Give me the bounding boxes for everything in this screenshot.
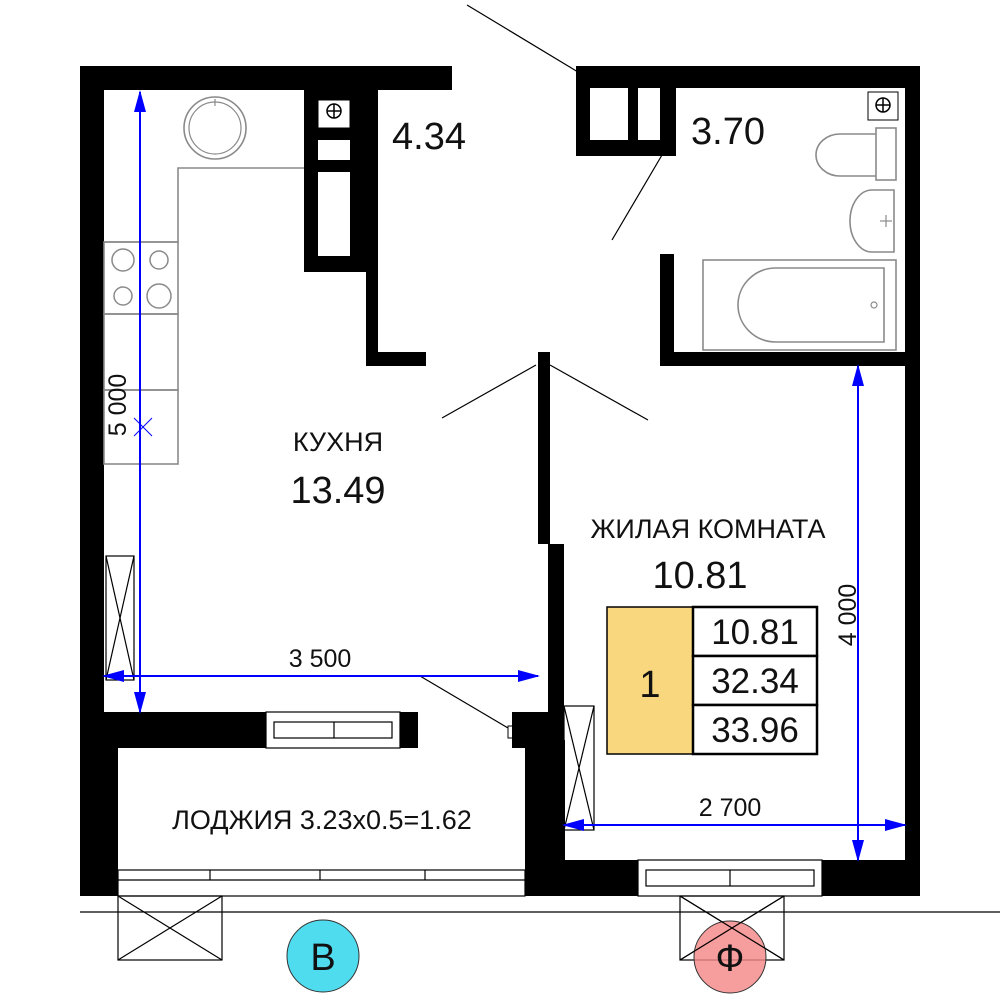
dimension-living-width-label: 2 700 bbox=[699, 794, 762, 822]
living-room-area: 10.81 bbox=[652, 555, 747, 597]
kitchen-window bbox=[265, 711, 401, 749]
loggia-door bbox=[419, 675, 515, 739]
vent-shaft-bath bbox=[867, 91, 899, 121]
orientation-facade-letter: Ф bbox=[716, 938, 745, 980]
kitchen-counter bbox=[103, 167, 304, 465]
dimension-kitchen-width-label: 3 500 bbox=[289, 645, 352, 673]
washbasin-icon bbox=[849, 189, 895, 253]
toilet-icon bbox=[815, 127, 897, 181]
orientation-west-letter: В bbox=[310, 937, 335, 979]
vent-shaft-hall bbox=[317, 99, 351, 129]
loggia-window bbox=[117, 869, 526, 897]
orientation-west-badge: В bbox=[286, 919, 360, 993]
living-door bbox=[549, 364, 649, 421]
dimension-kitchen-width: 3 500 bbox=[102, 645, 540, 682]
dimension-living-height: 4 000 bbox=[834, 364, 864, 862]
bathroom-door bbox=[611, 154, 663, 241]
kitchen-area: 13.49 bbox=[290, 470, 385, 512]
area-summary-table: 1 10.81 32.34 33.96 bbox=[606, 605, 819, 756]
total-area-value: 32.34 bbox=[711, 662, 799, 701]
bathroom-area: 3.70 bbox=[691, 111, 765, 153]
ac-unit-loggia bbox=[117, 895, 223, 961]
entrance-door bbox=[466, 4, 579, 73]
rooms-count-cell bbox=[606, 606, 694, 755]
dimension-living-width: 2 700 bbox=[562, 794, 907, 831]
total-with-loggia-value: 33.96 bbox=[711, 711, 799, 750]
stove-icon bbox=[111, 248, 172, 309]
dimension-living-height-label: 4 000 bbox=[834, 584, 862, 647]
radiator-living bbox=[563, 705, 595, 831]
kitchen-door bbox=[441, 364, 537, 419]
living-room-name: ЖИЛАЯ КОМНАТА bbox=[591, 514, 826, 544]
sink-icon bbox=[183, 96, 247, 160]
dimension-kitchen-height: 5 000 bbox=[104, 90, 153, 714]
kitchen-name: КУХНЯ bbox=[293, 427, 383, 457]
radiator-kitchen bbox=[105, 555, 135, 681]
living-window bbox=[637, 859, 823, 897]
bathtub-icon bbox=[702, 259, 897, 351]
rooms-count: 1 bbox=[639, 664, 660, 706]
hall-area: 4.34 bbox=[392, 116, 466, 158]
walls bbox=[80, 66, 920, 896]
living-area-value: 10.81 bbox=[711, 613, 799, 652]
dimension-kitchen-height-label: 5 000 bbox=[104, 374, 132, 437]
orientation-facade-badge: Ф bbox=[679, 895, 785, 994]
loggia-label: ЛОДЖИЯ 3.23x0.5=1.62 bbox=[172, 805, 472, 835]
